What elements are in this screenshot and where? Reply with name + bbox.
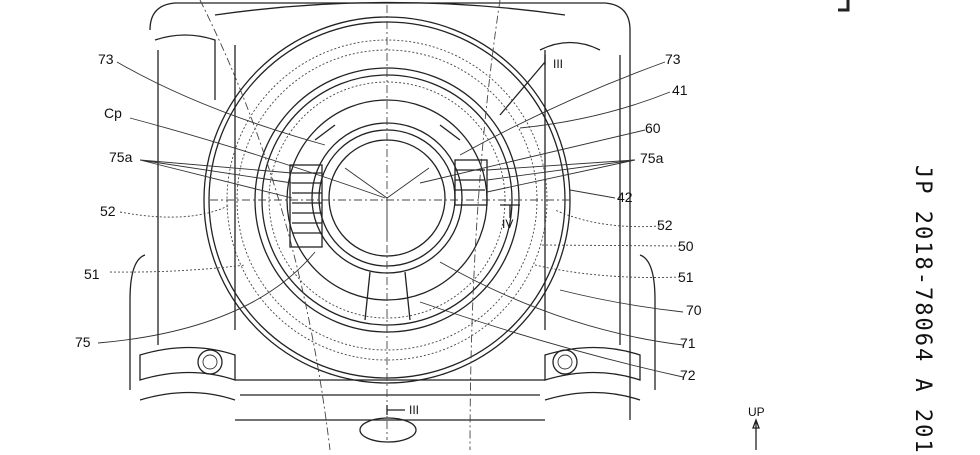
label-50: 50 [678,238,694,254]
label-52-left: 52 [100,203,116,219]
up-arrow-icon [752,418,760,450]
label-70: 70 [686,302,702,318]
label-73-left: 73 [98,51,114,67]
publication-number: JP 2018-78064 A 201 [910,165,935,455]
label-51-right: 51 [678,269,694,285]
label-73-right: 73 [665,51,681,67]
bracket-mark [838,0,850,12]
label-75: 75 [75,334,91,350]
label-71: 71 [680,335,696,351]
section-marker-iv: IV [502,217,513,231]
label-42: 42 [617,189,633,205]
fins-right [454,159,488,206]
direction-up-label: UP [748,405,765,419]
label-41: 41 [672,82,688,98]
section-marker-iii-top: III [553,57,563,71]
rotor-assembly [199,0,571,450]
leader-lines [97,55,684,415]
housing-body [129,1,656,443]
label-cp: Cp [104,105,122,121]
section-marker-iii-bottom: III [409,403,419,417]
label-75a-right: 75a [640,150,664,166]
label-51-left: 51 [84,266,100,282]
label-60: 60 [645,120,661,136]
label-75a-left: 75a [109,149,133,165]
label-72: 72 [680,367,696,383]
fins-left [289,164,323,248]
label-52-right: 52 [657,217,673,233]
